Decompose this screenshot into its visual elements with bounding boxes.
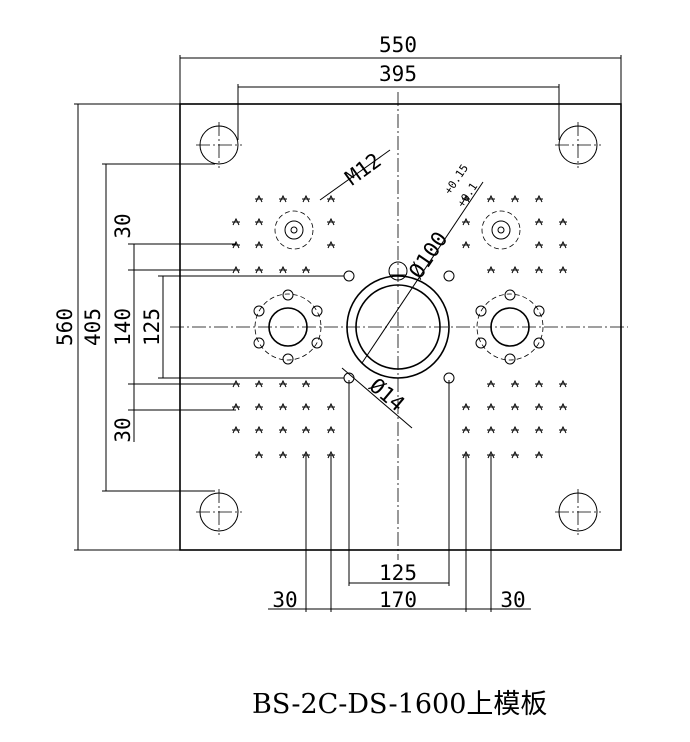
- tie-bar-holes: [196, 122, 601, 535]
- dim-550-label: 550: [379, 33, 417, 57]
- m12-tap-symbol: [559, 402, 567, 411]
- dim-30-top: 30: [111, 213, 236, 245]
- m12-tap-symbol: [487, 194, 495, 203]
- m12-label: M12: [341, 148, 386, 190]
- m12-tap-symbol: [327, 240, 335, 249]
- m12-tap-symbol: [302, 379, 310, 388]
- m12-tap-symbol: [327, 194, 335, 203]
- m12-tap-symbol: [327, 217, 335, 226]
- m12-tap-symbol: [487, 379, 495, 388]
- m12-tap-symbol: [302, 265, 310, 274]
- m12-tap-symbol: [511, 194, 519, 203]
- left-mount: [253, 289, 323, 365]
- m12-tap-symbol: [511, 425, 519, 434]
- m12-tap-symbol: [535, 425, 543, 434]
- dim-560-label: 560: [53, 308, 77, 346]
- m12-tap-symbol: [255, 217, 263, 226]
- upper-right-mount: [481, 210, 521, 250]
- m12-tap-symbol: [487, 265, 495, 274]
- upper-left-mount: [274, 210, 314, 250]
- center-bore: [346, 261, 450, 379]
- tie-bar-hole-tl: [196, 122, 242, 168]
- dim-125-horizontal: 125: [348, 380, 450, 586]
- m12-tap-symbol: [559, 240, 567, 249]
- m12-tap-symbol: [232, 402, 240, 411]
- center-bore-label: Ø100: [404, 227, 452, 282]
- m12-leader: M12: [319, 148, 391, 201]
- m12-tap-symbol: [255, 379, 263, 388]
- m12-tapped-holes: [232, 194, 567, 459]
- m12-tap-symbol: [232, 425, 240, 434]
- m12-tap-symbol: [255, 402, 263, 411]
- dim-30-right-label: 30: [500, 588, 525, 612]
- m12-tap-symbol: [559, 265, 567, 274]
- m12-tap-symbol: [559, 217, 567, 226]
- dim-140: 140: [111, 244, 236, 410]
- m12-tap-symbol: [535, 265, 543, 274]
- m12-tap-symbol: [462, 217, 470, 226]
- dim-550: 550: [179, 33, 622, 104]
- tie-bar-hole-br: [555, 489, 601, 535]
- m12-tap-symbol: [232, 217, 240, 226]
- m12-tap-symbol: [462, 194, 470, 203]
- dim-125-horizontal-label: 125: [379, 561, 417, 585]
- center-bore-leader: Ø100 +0.15 +0.1: [361, 162, 484, 364]
- dim-30-top-label: 30: [111, 213, 135, 238]
- m12-tap-symbol: [559, 425, 567, 434]
- m12-tap-symbol: [487, 425, 495, 434]
- m12-tap-symbol: [535, 402, 543, 411]
- m12-tap-symbol: [559, 379, 567, 388]
- m12-tap-symbol: [255, 194, 263, 203]
- m12-tap-symbol: [327, 425, 335, 434]
- m12-tap-symbol: [255, 450, 263, 459]
- dim-30-bottom: 30: [111, 409, 236, 443]
- m12-tap-symbol: [535, 194, 543, 203]
- dim-170: 170: [268, 455, 531, 612]
- dim-395: 395: [237, 62, 560, 140]
- right-mount: [475, 289, 545, 365]
- m12-tap-symbol: [327, 402, 335, 411]
- dim-140-label: 140: [111, 308, 135, 346]
- m12-tap-symbol: [462, 402, 470, 411]
- m12-tap-symbol: [511, 379, 519, 388]
- dim-405-label: 405: [81, 308, 105, 346]
- dim-405: 405: [81, 163, 215, 492]
- dim-125-vertical: 125: [140, 275, 344, 379]
- m12-tap-symbol: [279, 402, 287, 411]
- m12-tap-symbol: [255, 240, 263, 249]
- m12-tap-symbol: [511, 450, 519, 459]
- m12-tap-symbol: [462, 425, 470, 434]
- m12-tap-symbol: [302, 425, 310, 434]
- drawing-title: BS-2C-DS-1600上模板: [252, 689, 548, 720]
- m12-tap-symbol: [462, 240, 470, 249]
- m12-tap-symbol: [232, 240, 240, 249]
- m12-tap-symbol: [255, 265, 263, 274]
- dim-30-left-label: 30: [272, 588, 297, 612]
- m12-tap-symbol: [535, 217, 543, 226]
- locating-hole-leader: Ø14: [341, 367, 413, 429]
- m12-tap-symbol: [279, 379, 287, 388]
- m12-tap-symbol: [535, 240, 543, 249]
- dim-395-label: 395: [379, 62, 417, 86]
- m12-tap-symbol: [302, 194, 310, 203]
- m12-tap-symbol: [511, 265, 519, 274]
- m12-tap-symbol: [487, 402, 495, 411]
- m12-tap-symbol: [279, 194, 287, 203]
- dim-560: 560: [53, 103, 180, 551]
- locating-hole-label: Ø14: [365, 373, 409, 416]
- m12-tap-symbol: [279, 450, 287, 459]
- m12-tap-symbol: [302, 402, 310, 411]
- dim-125-vertical-label: 125: [140, 308, 164, 346]
- tie-bar-hole-tr: [555, 122, 601, 168]
- tie-bar-hole-bl: [196, 489, 242, 535]
- m12-tap-symbol: [535, 379, 543, 388]
- m12-tap-symbol: [279, 425, 287, 434]
- m12-tap-symbol: [535, 450, 543, 459]
- m12-tap-symbol: [279, 265, 287, 274]
- dim-30-bottom-label: 30: [111, 417, 135, 442]
- m12-tap-symbol: [511, 402, 519, 411]
- dim-170-label: 170: [379, 588, 417, 612]
- m12-tap-symbol: [255, 425, 263, 434]
